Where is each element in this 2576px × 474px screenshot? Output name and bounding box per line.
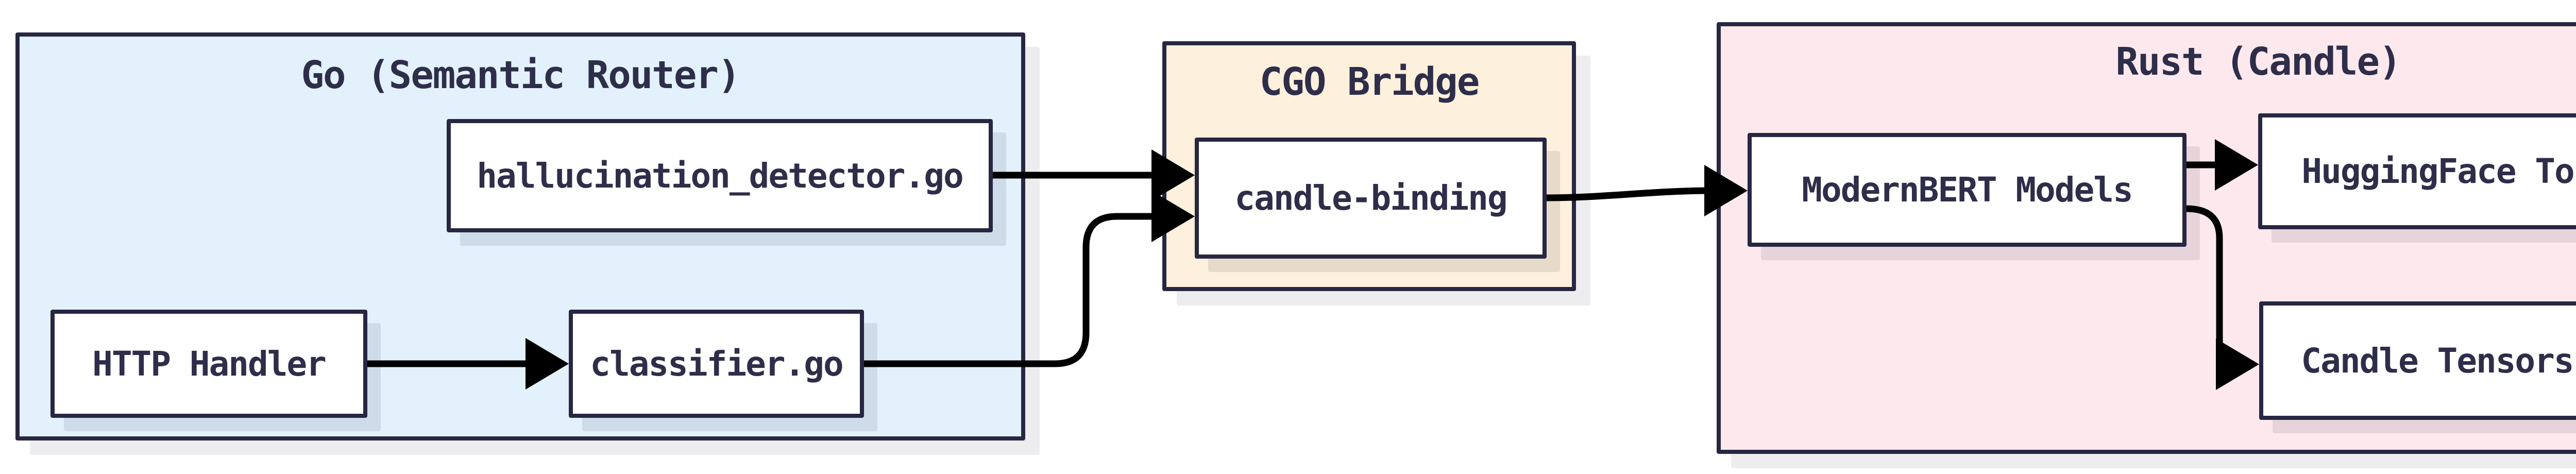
node-classifier-go: classifier.go: [569, 310, 864, 418]
node-http-handler: HTTP Handler: [50, 310, 367, 418]
node-huggingface-tokenizers-label: HuggingFace Tokenizers: [2301, 151, 2576, 191]
node-candle-binding: candle-binding: [1195, 138, 1547, 259]
cluster-rust-title: Rust (Candle): [2115, 40, 2401, 84]
node-modernbert-models-label: ModernBERT Models: [1802, 170, 2133, 210]
node-modernbert-models: ModernBERT Models: [1748, 133, 2187, 247]
node-huggingface-tokenizers: HuggingFace Tokenizers: [2258, 113, 2576, 229]
node-classifier-go-label: classifier.go: [590, 344, 844, 384]
node-candle-tensors-label: Candle Tensors: [2301, 341, 2574, 381]
node-hallucination-detector: hallucination_detector.go: [447, 119, 993, 232]
cluster-go-title: Go (Semantic Router): [301, 53, 740, 97]
cluster-cgo-title: CGO Bridge: [1259, 60, 1480, 104]
node-candle-binding-label: candle-binding: [1234, 178, 1507, 218]
node-http-handler-label: HTTP Handler: [92, 344, 327, 384]
node-candle-tensors: Candle Tensors: [2259, 301, 2576, 420]
node-hallucination-detector-label: hallucination_detector.go: [477, 156, 963, 196]
